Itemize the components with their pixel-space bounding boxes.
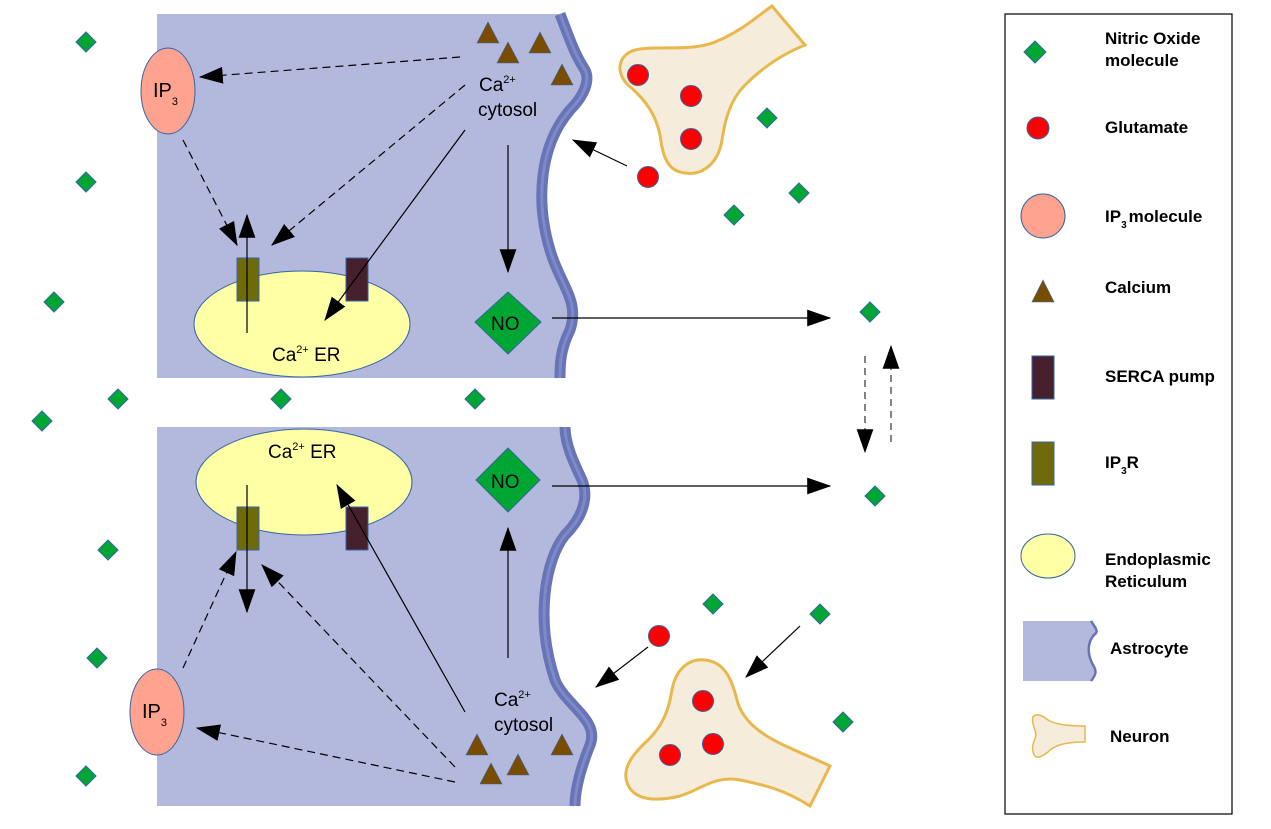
legend-item-calcium: Calcium (1031, 278, 1171, 303)
legend-item-astrocyte: Astrocyte (1023, 620, 1188, 682)
bottom-endoplasmic-reticulum: Ca2+ ER (195, 428, 413, 536)
legend-label: Endoplasmic (1105, 550, 1211, 569)
arrow-ca-to-serca-bottom (336, 483, 466, 713)
bottom-er-label: Ca2+ ER (268, 441, 337, 463)
bottom-neuron (624, 658, 833, 809)
nitric-oxide-icon (75, 171, 97, 193)
er-icon (1020, 533, 1076, 579)
legend-label: Astrocyte (1110, 639, 1188, 658)
bottom-serca-pump (345, 506, 369, 551)
nitric-oxide-icon (864, 485, 886, 507)
nitric-oxide-icon (859, 301, 881, 323)
ip3r-icon (1031, 441, 1055, 486)
glutamate-icon (648, 625, 670, 647)
arrow-ca-to-ip3r (271, 84, 466, 246)
legend-label: Reticulum (1105, 572, 1187, 591)
nitric-oxide-icon (86, 647, 108, 669)
arrow-ca-to-serca (324, 129, 466, 321)
legend-item-serca: SERCA pump (1031, 355, 1215, 400)
nitric-oxide-icon (756, 107, 778, 129)
bottom-ca-cytosol-label: Ca2+ (494, 689, 531, 711)
legend-label: Neuron (1110, 727, 1170, 746)
arrow-no-to-bottom-neuron (745, 625, 801, 678)
legend-label: molecule (1105, 51, 1179, 70)
arrow-ca-to-ip3-bottom (195, 724, 456, 783)
ip3-icon (1020, 193, 1066, 239)
arrow-glutamate-to-bottom-astrocyte (595, 646, 649, 688)
legend-label: Nitric Oxide (1105, 29, 1200, 48)
top-ip3-molecule: IP3 (140, 47, 196, 135)
bottom-no-label: NO (491, 472, 520, 493)
nitric-oxide-icon (809, 603, 831, 625)
glutamate-icon (627, 64, 649, 86)
bottom-ip3r-channel (236, 506, 260, 551)
nitric-oxide-icon (75, 31, 97, 53)
bottom-ca-cytosol-label-line2: cytosol (494, 715, 553, 736)
legend-item-glutamate: Glutamate (1026, 116, 1188, 140)
glutamate-icon (637, 166, 659, 188)
serca-pump-icon (1031, 355, 1055, 400)
legend-label: Calcium (1105, 278, 1171, 297)
top-no-label: NO (491, 314, 520, 335)
legend-item-neuron: Neuron (1031, 714, 1170, 758)
legend-label: SERCA pump (1105, 367, 1215, 386)
nitric-oxide-icon (270, 388, 292, 410)
bottom-no-molecule: NO (475, 447, 541, 513)
top-ca-cytosol-label: Ca2+ (479, 74, 516, 96)
nitric-oxide-icon (43, 291, 65, 313)
nitric-oxide-icon (723, 204, 745, 226)
legend-item-er: Endoplasmic Reticulum (1020, 533, 1211, 591)
arrow-ip3-to-ip3r-bottom (182, 550, 237, 669)
nitric-oxide-icon (702, 593, 724, 615)
nitric-oxide-icon (75, 765, 97, 787)
glutamate-icon (680, 128, 702, 150)
bottom-ip3-label: IP3 (142, 701, 167, 729)
arrow-ip3-to-ip3r (182, 139, 238, 247)
legend-item-ip3r: IP3R (1031, 441, 1139, 486)
top-er-label: Ca2+ ER (272, 344, 341, 366)
legend-item-nitric-oxide: Nitric Oxide molecule (1023, 29, 1200, 70)
top-endoplasmic-reticulum: Ca2+ ER (193, 270, 411, 378)
arrow-ca-to-ip3r-bottom (261, 564, 456, 768)
glutamate-icon (702, 733, 724, 755)
glutamate-icon (692, 690, 714, 712)
bottom-ip3-molecule: IP3 (129, 668, 185, 756)
neuron-icon (1031, 714, 1086, 758)
nitric-oxide-icon (31, 410, 53, 432)
top-ca-cytosol-label-line2: cytosol (478, 100, 537, 121)
glutamate-icon (1026, 116, 1050, 140)
legend-label: Glutamate (1105, 118, 1188, 137)
nitric-oxide-icon (464, 388, 486, 410)
top-ip3r-channel (236, 257, 260, 302)
arrow-glutamate-to-top-astrocyte (571, 139, 628, 167)
nitric-oxide-icon (788, 182, 810, 204)
nitric-oxide-icon (1023, 40, 1047, 64)
nitric-oxide-icon (832, 711, 854, 733)
calcium-icon (1031, 279, 1055, 303)
top-astrocyte: Ca2+ ER IP3 Ca2+ cytosol NO (140, 12, 832, 379)
arrow-ca-to-ip3 (198, 56, 461, 84)
top-ip3-label: IP3 (153, 80, 178, 108)
legend-label: IP3R (1105, 453, 1139, 477)
top-neuron (618, 3, 808, 175)
glutamate-icon (680, 85, 702, 107)
astrocyte-icon (1023, 621, 1097, 681)
nitric-oxide-icon (97, 539, 119, 561)
glutamate-icon (659, 744, 681, 766)
bottom-astrocyte: Ca2+ ER IP3 Ca2+ cytosol NO (129, 426, 832, 807)
top-no-molecule: NO (474, 291, 542, 355)
top-serca-pump (345, 257, 369, 302)
nitric-oxide-icon (107, 388, 129, 410)
